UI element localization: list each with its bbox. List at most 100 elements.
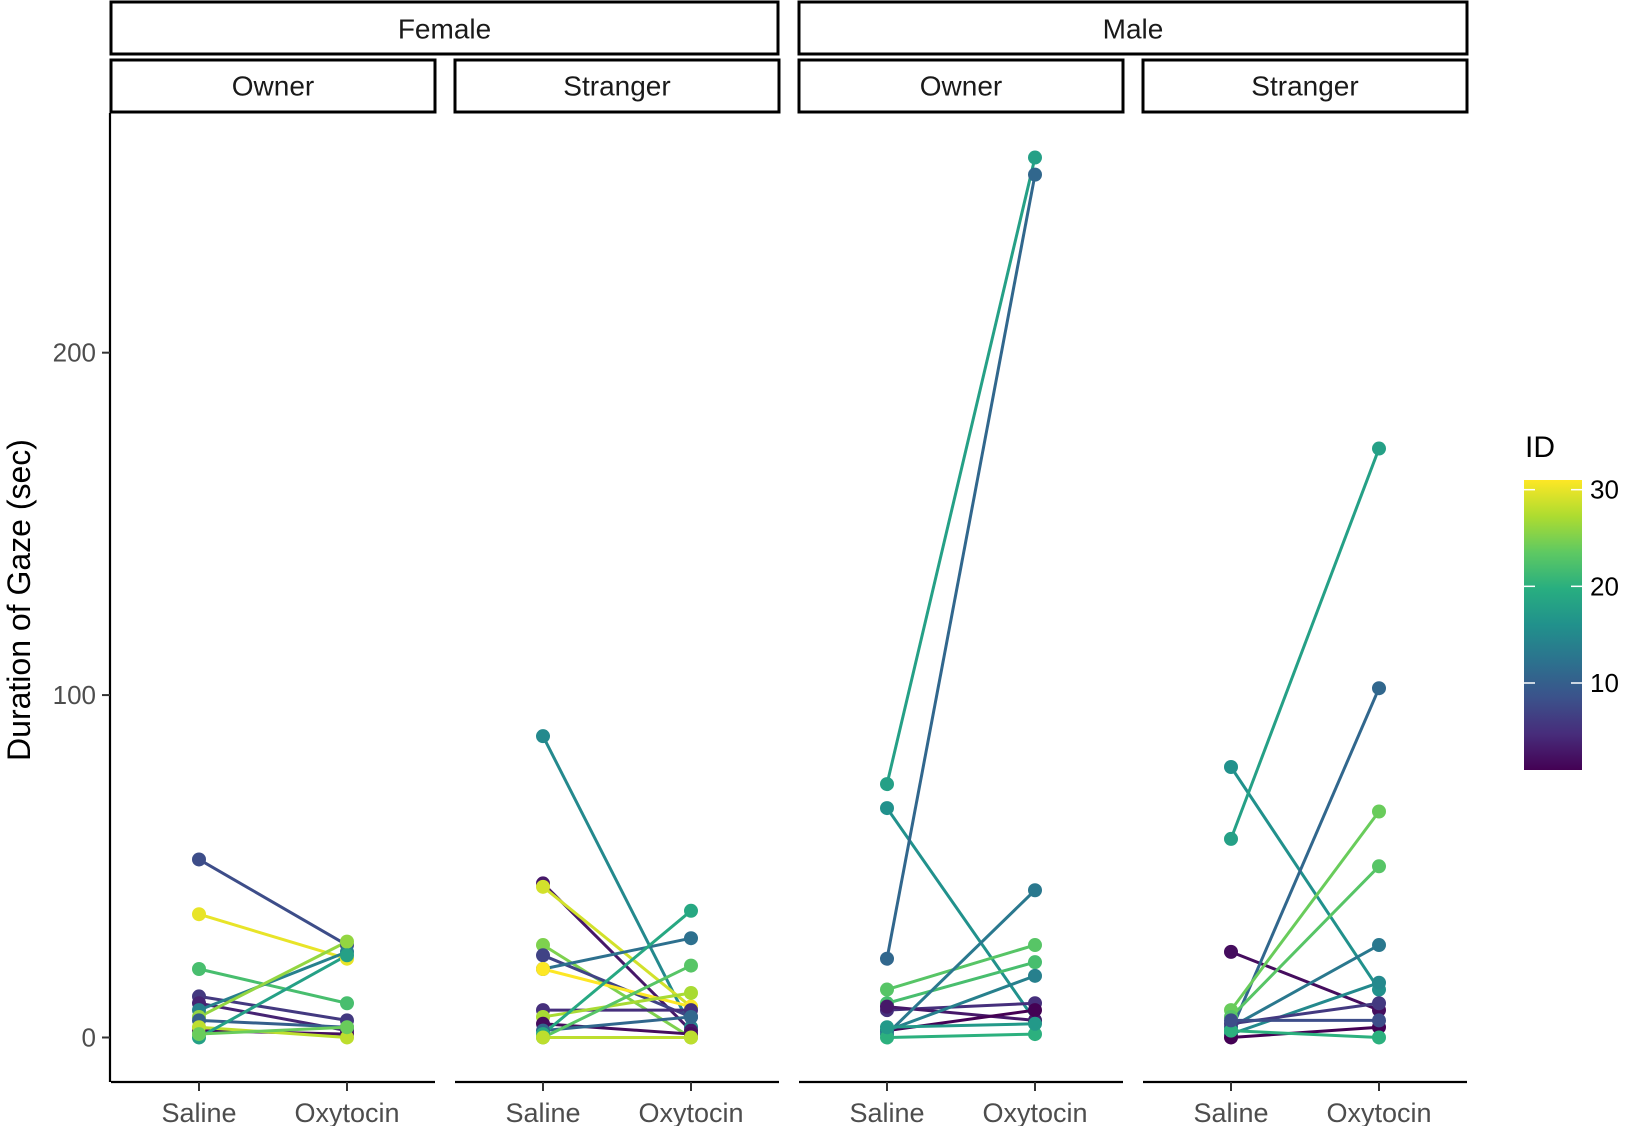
series-line: [1230, 981, 1380, 1036]
data-point-oxytocin: [1028, 883, 1042, 898]
data-point-saline: [1224, 1013, 1238, 1028]
data-point-saline: [880, 951, 894, 966]
series-line: [1230, 1025, 1380, 1039]
data-point-oxytocin: [1372, 975, 1386, 990]
data-point-oxytocin: [340, 948, 354, 963]
group-strip-male-label: Male: [1103, 14, 1164, 45]
series-line: [198, 1025, 348, 1039]
data-point-oxytocin: [1028, 938, 1042, 953]
panel-strip-female-owner-label: Owner: [232, 71, 314, 102]
legend-title: ID: [1525, 431, 1555, 464]
data-point-oxytocin: [1372, 804, 1386, 819]
data-point-saline: [880, 777, 894, 792]
data-point-saline: [536, 962, 550, 977]
legend-label: 20: [1590, 571, 1619, 601]
x-tick-label: Saline: [849, 1098, 924, 1126]
x-tick-label: Saline: [161, 1098, 236, 1126]
data-point-saline: [192, 907, 206, 922]
legend: ID 10 20 30: [1524, 431, 1619, 770]
data-point-oxytocin: [1372, 996, 1386, 1011]
series-line: [541, 735, 693, 1028]
panel-strip-male-stranger-label: Stranger: [1251, 71, 1358, 102]
x-tick-label: Saline: [1193, 1098, 1268, 1126]
series-line: [198, 1018, 348, 1029]
data-point-oxytocin: [1372, 1030, 1386, 1045]
y-axis-title: Duration of Gaze (sec): [1, 439, 37, 761]
series-line: [542, 1015, 692, 1033]
panels: Saline Oxytocin Saline Oxytocin Saline Oxytoc…: [111, 150, 1467, 1126]
series-line: [886, 1032, 1036, 1039]
series-line: [542, 885, 692, 1008]
series-line: [542, 909, 692, 1036]
x-tick-label: Oxytocin: [1326, 1098, 1431, 1126]
group-strip-female: Female: [109, 0, 780, 56]
series-line: [198, 940, 348, 1019]
data-point-saline: [536, 948, 550, 963]
series-line: [1229, 448, 1381, 840]
series-line: [198, 858, 348, 947]
x-tick-label: Saline: [505, 1098, 580, 1126]
series-line: [886, 943, 1036, 991]
data-point-saline: [880, 999, 894, 1014]
data-point-saline: [192, 1027, 206, 1042]
panel-strip-female-owner: Owner: [109, 58, 437, 114]
series-line: [198, 953, 348, 1039]
data-point-saline: [536, 729, 550, 744]
data-point-saline: [192, 962, 206, 977]
series-line: [198, 912, 348, 961]
series-line: [542, 967, 692, 1009]
data-point-oxytocin: [1028, 1003, 1042, 1018]
data-point-saline: [880, 1020, 894, 1035]
x-tick-label: Oxytocin: [982, 1098, 1087, 1126]
data-point-saline: [1224, 831, 1238, 846]
data-point-oxytocin: [684, 958, 698, 973]
data-point-oxytocin: [1028, 1016, 1042, 1031]
series-line: [542, 943, 692, 1039]
data-point-saline: [1224, 1023, 1238, 1038]
panel-strip-male-owner: Owner: [797, 58, 1125, 114]
group-strip-female-label: Female: [398, 14, 491, 45]
series-line: [542, 936, 692, 971]
data-point-oxytocin: [1372, 938, 1386, 953]
data-point-oxytocin: [684, 1030, 698, 1045]
panel-male-stranger: Saline Oxytocin: [1143, 441, 1467, 1126]
series-line: [1229, 865, 1381, 1018]
data-point-oxytocin: [340, 996, 354, 1011]
y-tick-label: 0: [82, 1022, 96, 1052]
panel-strip-male-owner-label: Owner: [920, 71, 1002, 102]
y-tick-label: 100: [53, 680, 96, 710]
legend-label: 30: [1590, 475, 1619, 505]
legend-colorbar: [1524, 480, 1582, 770]
series-line: [542, 991, 692, 1019]
panel-female-owner: Saline Oxytocin: [111, 852, 435, 1126]
data-point-saline: [1224, 944, 1238, 959]
data-point-oxytocin: [1028, 968, 1042, 983]
series-line: [1230, 950, 1380, 1012]
series-line: [886, 974, 1036, 1033]
data-point-oxytocin: [1028, 167, 1042, 182]
series-line: [542, 964, 692, 1039]
series-line: [1229, 687, 1381, 1032]
panel-strip-female-stranger: Stranger: [453, 58, 781, 114]
series-line: [885, 157, 1037, 785]
data-point-saline: [880, 801, 894, 816]
data-point-oxytocin: [1372, 441, 1386, 456]
series-line: [198, 1025, 348, 1036]
series-line: [198, 967, 348, 1005]
series-line: [885, 174, 1037, 960]
data-point-saline: [1224, 759, 1238, 774]
series-line: [1230, 1029, 1380, 1039]
x-tick-label: Oxytocin: [294, 1098, 399, 1126]
data-point-oxytocin: [684, 903, 698, 918]
series-line: [886, 960, 1036, 1005]
data-point-saline: [880, 1030, 894, 1045]
data-point-oxytocin: [1372, 681, 1386, 696]
data-point-oxytocin: [1028, 150, 1042, 165]
data-point-oxytocin: [684, 931, 698, 946]
legend-label: 10: [1590, 668, 1619, 698]
data-point-saline: [536, 938, 550, 953]
